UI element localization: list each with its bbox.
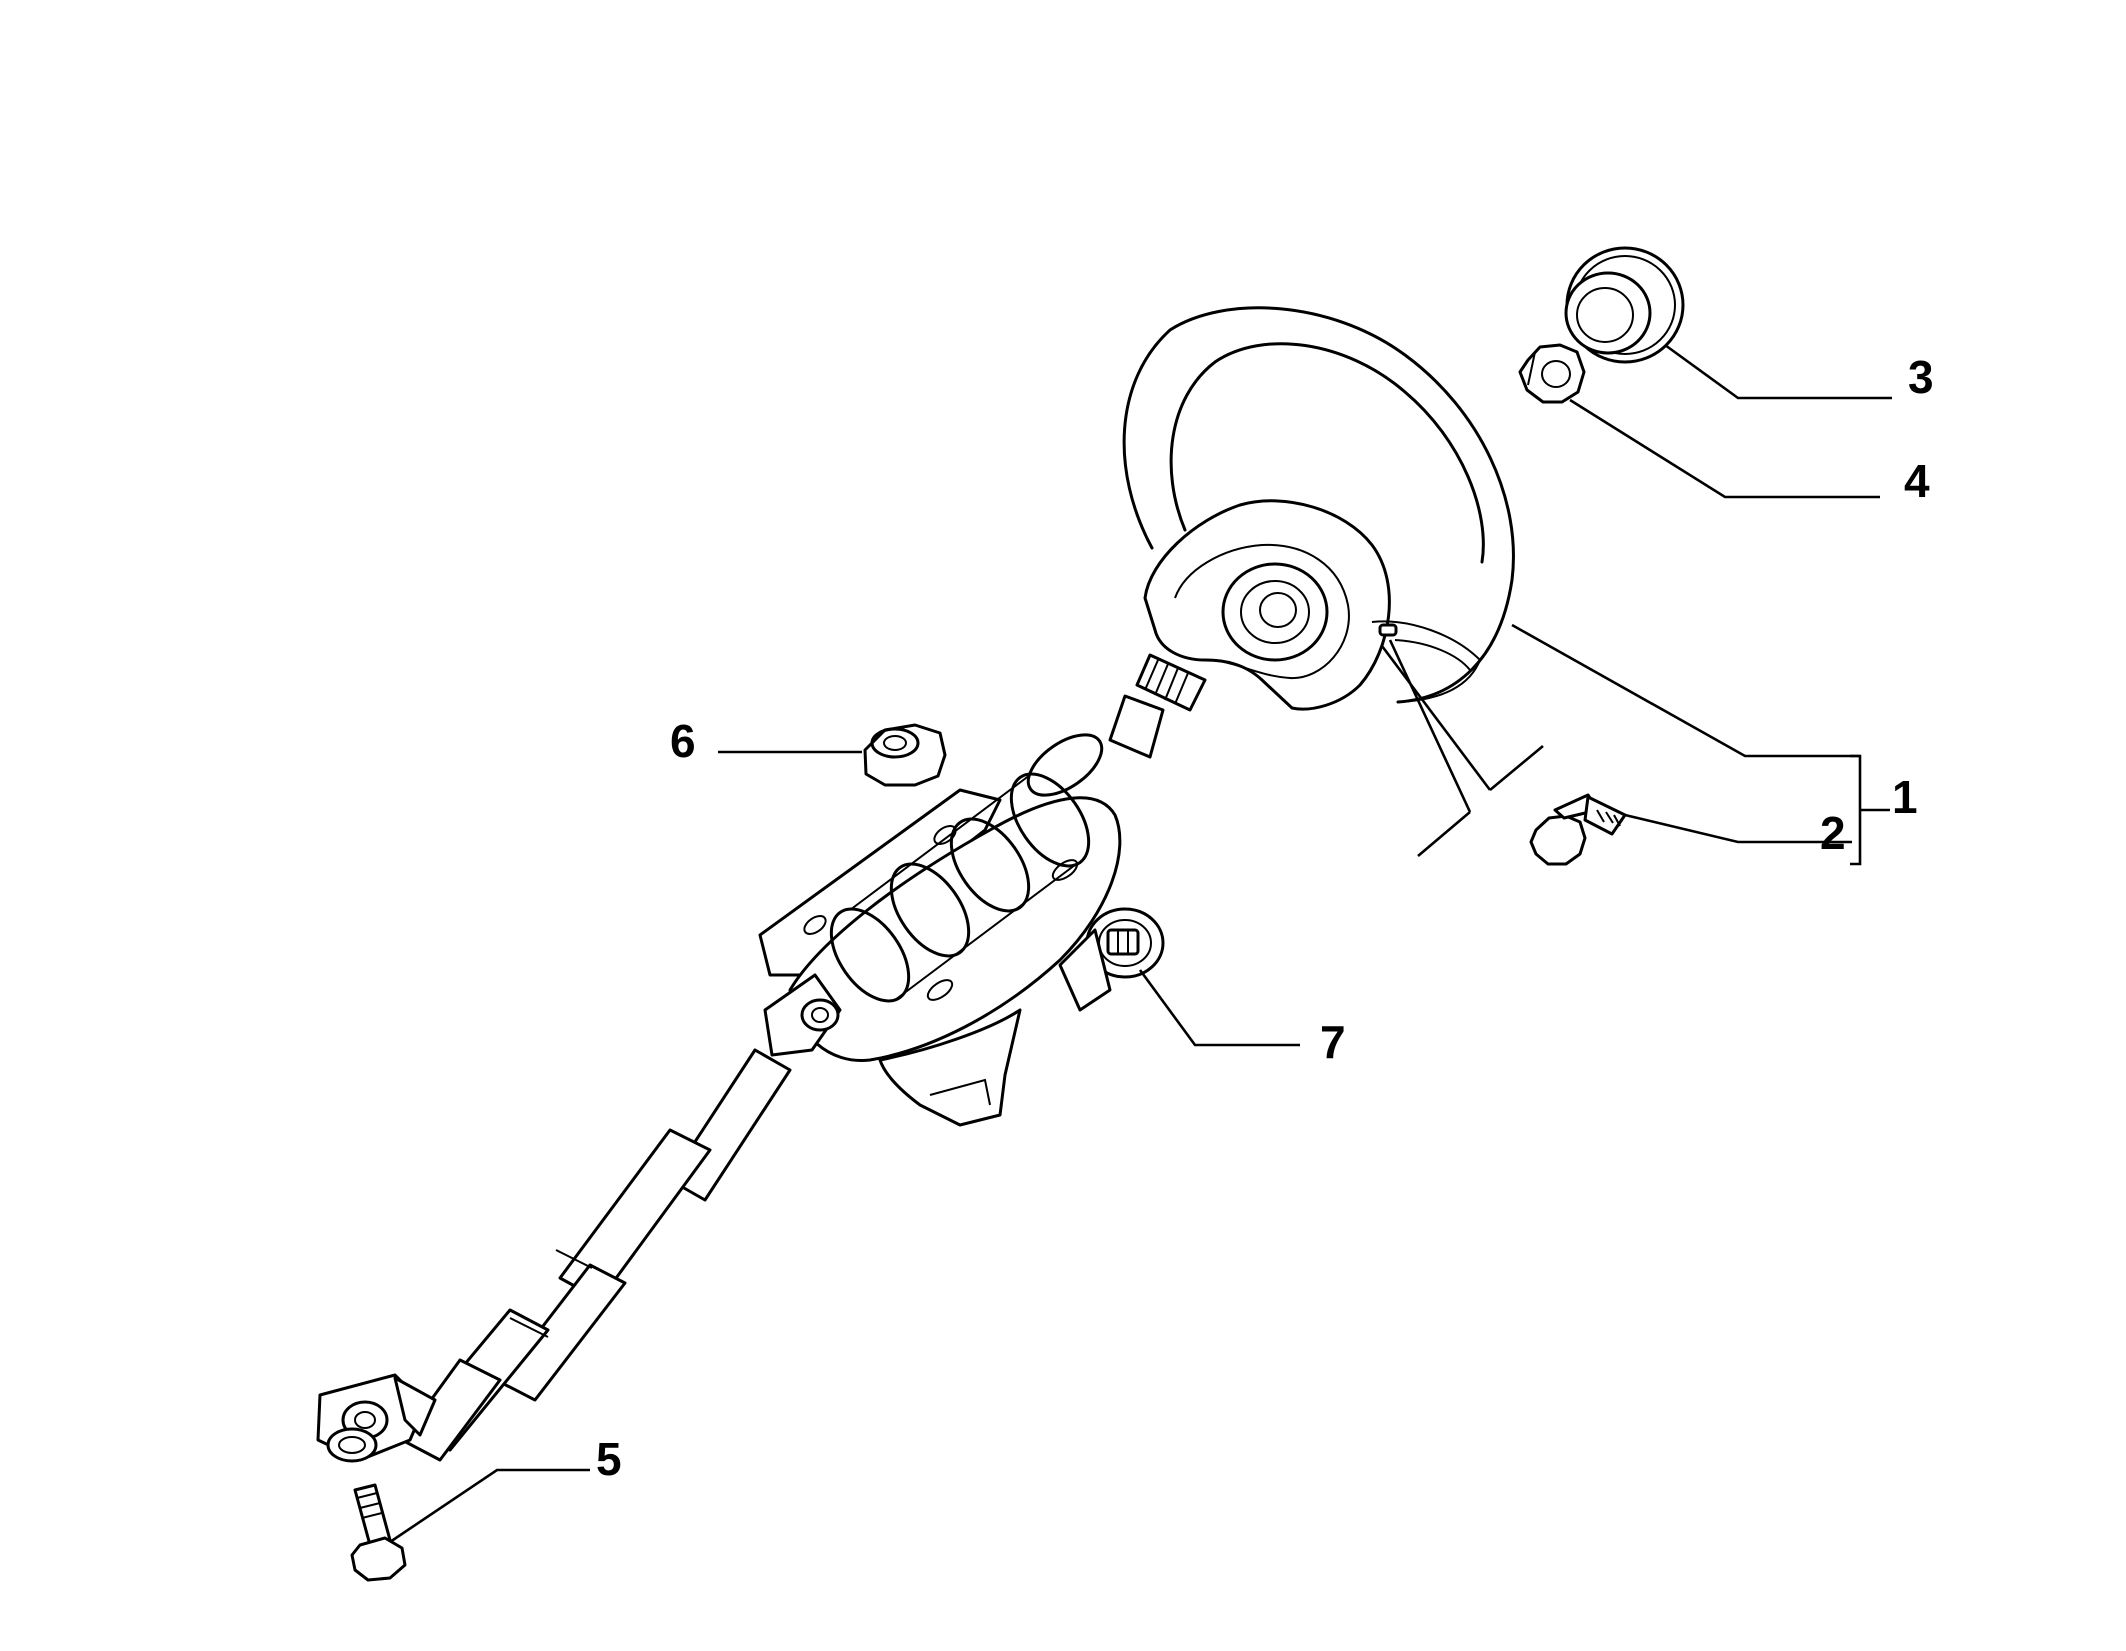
callout-6: 6: [670, 715, 696, 767]
hub-cap: [1564, 246, 1685, 364]
callout-4: 4: [1904, 455, 1930, 507]
steering-wheel: [1122, 306, 1515, 711]
column-nut: [863, 723, 947, 787]
callout-7: 7: [1320, 1016, 1346, 1068]
callout-5: 5: [596, 1433, 622, 1485]
leader-lines: [389, 343, 1892, 1544]
assembly-axis-lines: [1380, 639, 1544, 857]
callout-2: 2: [1820, 807, 1846, 859]
steering-column: [316, 653, 1207, 1463]
wheel-bolt: [1529, 793, 1627, 866]
callout-labels: 1 2 3 4 5 6 7: [596, 351, 1934, 1485]
pinch-bolt: [350, 1483, 407, 1582]
hub-nut: [1518, 343, 1586, 404]
callout-1: 1: [1892, 771, 1918, 823]
callout-3: 3: [1908, 351, 1934, 403]
